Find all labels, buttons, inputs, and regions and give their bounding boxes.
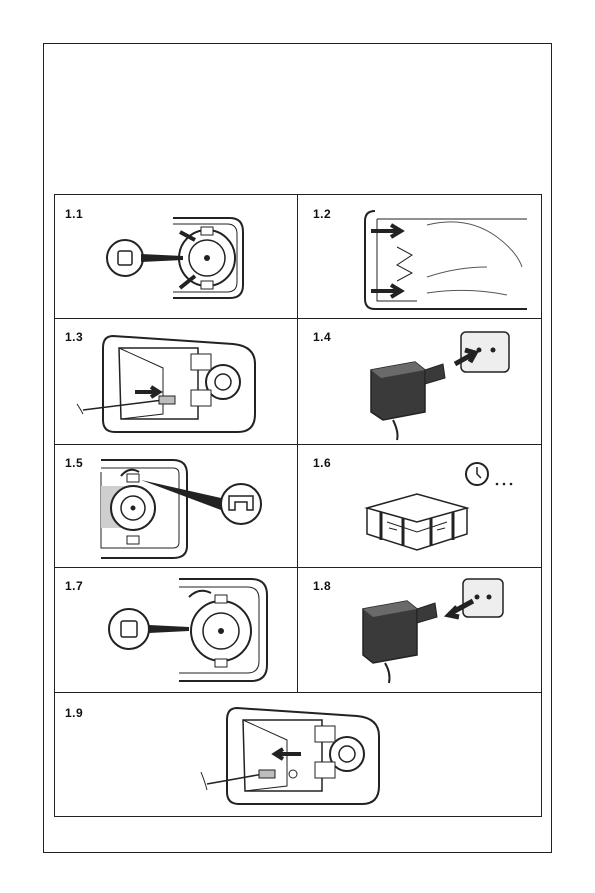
step-label: 1.6	[313, 456, 331, 470]
step-label: 1.5	[65, 456, 83, 470]
step-1-9-panel: 1.9	[55, 692, 543, 818]
step-label: 1.9	[65, 706, 83, 720]
press-release-buttons-illustration	[357, 207, 537, 312]
remove-cable-illustration	[197, 698, 397, 814]
step-label: 1.2	[313, 207, 331, 221]
unplug-adapter-illustration	[355, 573, 505, 689]
step-label: 1.1	[65, 207, 83, 221]
plug-in-adapter-illustration	[363, 324, 513, 442]
motor-unit-reattach-illustration	[99, 573, 289, 687]
step-1-7-panel: 1.7	[55, 567, 297, 692]
step-1-2-panel: 1.2	[297, 195, 543, 318]
motor-unit-release-illustration	[91, 450, 291, 562]
step-1-4-panel: 1.4	[297, 318, 543, 444]
charging-dock-illustration	[357, 478, 477, 558]
step-1-6-panel: 1.6	[297, 444, 543, 567]
step-label: 1.4	[313, 330, 331, 344]
insert-cable-illustration	[73, 324, 273, 442]
step-label: 1.7	[65, 579, 83, 593]
step-1-5-panel: 1.5	[55, 444, 297, 567]
motor-unit-closeup-illustration	[95, 210, 295, 310]
step-label: 1.8	[313, 579, 331, 593]
step-1-1-panel: 1.1	[55, 195, 297, 318]
step-1-8-panel: 1.8	[297, 567, 543, 692]
instruction-grid: 1.1 1.2 1.3	[54, 194, 542, 817]
step-1-3-panel: 1.3	[55, 318, 297, 444]
